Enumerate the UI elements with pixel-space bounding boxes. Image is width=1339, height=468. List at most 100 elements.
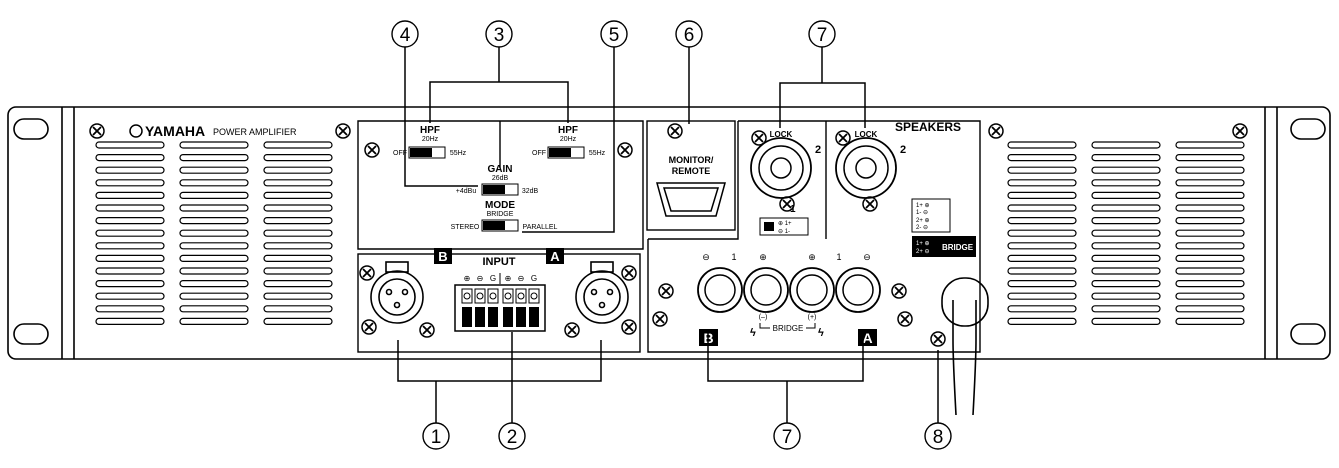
vent-slot xyxy=(1175,166,1245,174)
xlr-input-a[interactable] xyxy=(575,261,629,324)
vent-slot xyxy=(1091,280,1161,288)
xlr-input-b[interactable] xyxy=(370,261,424,324)
screw-icon xyxy=(419,322,435,338)
vent-slot xyxy=(1175,179,1245,187)
vent-slot xyxy=(95,254,165,262)
svg-text:20Hz: 20Hz xyxy=(422,136,439,143)
callout-1: 1 xyxy=(422,422,450,450)
vent-slot xyxy=(263,154,333,162)
terminal-screw xyxy=(528,288,540,304)
svg-text:STEREO: STEREO xyxy=(451,224,480,231)
hpf-switch-b[interactable]: HPF 20Hz OFF 55Hz xyxy=(393,125,467,159)
svg-text:1- ⊖: 1- ⊖ xyxy=(916,210,928,216)
terminal-clamp xyxy=(488,307,498,327)
warning-bolt-icon: ϟ xyxy=(818,327,824,339)
svg-text:⊕: ⊕ xyxy=(505,274,512,283)
svg-text:1+ ⊕: 1+ ⊕ xyxy=(916,241,930,247)
warning-bolt-icon: ϟ xyxy=(750,327,756,339)
svg-text:(–): (–) xyxy=(759,314,768,321)
callout-8: 8 xyxy=(924,422,952,450)
terminal-clamp xyxy=(462,307,472,327)
vent-slot xyxy=(263,267,333,275)
screw-icon xyxy=(335,123,351,139)
phone-jack-icon xyxy=(743,267,789,313)
vent-slot xyxy=(1175,229,1245,237)
screw-icon xyxy=(930,331,946,347)
speakon-connector-a[interactable]: LOCK 2 1+ ⊕ 1- ⊖ 2+ ⊕ 2- ⊖ 1+ ⊕ 2+ ⊖ BRI… xyxy=(835,130,976,257)
vent-slot xyxy=(1175,204,1245,212)
svg-text:1: 1 xyxy=(836,252,841,262)
vent-slot xyxy=(1175,154,1245,162)
svg-text:⊖: ⊖ xyxy=(518,274,525,283)
bridge-marking: (–) (+) BRIDGE ϟ ϟ xyxy=(750,314,824,339)
screw-icon xyxy=(667,123,683,139)
vent-slot xyxy=(263,280,333,288)
vent-slot xyxy=(1091,254,1161,262)
vent-slot xyxy=(95,141,165,149)
svg-text:BRIDGE: BRIDGE xyxy=(942,243,974,252)
vent-slot xyxy=(1091,204,1161,212)
terminal-clamp xyxy=(475,307,485,327)
euroblock-input[interactable]: ⊕ ⊖ G ⊕ ⊖ G xyxy=(454,273,546,332)
svg-text:26dB: 26dB xyxy=(492,175,509,182)
vent-slot xyxy=(1175,242,1245,250)
screw-icon xyxy=(988,123,1004,139)
vent-slot xyxy=(95,166,165,174)
svg-text:GAIN: GAIN xyxy=(488,164,513,175)
vent-slot xyxy=(1007,166,1077,174)
yamaha-logo: YAMAHA POWER AMPLIFIER xyxy=(129,123,297,139)
vent-slot xyxy=(179,254,249,262)
svg-text:BRIDGE: BRIDGE xyxy=(773,324,804,333)
speaker-jack-labels: ⊖ 1 ⊕ ⊕ 1 ⊖ xyxy=(702,252,871,262)
channel-a-badge: A xyxy=(858,329,877,346)
svg-text:+4dBu: +4dBu xyxy=(456,188,477,195)
input-label: B A INPUT xyxy=(434,248,564,268)
svg-text:2: 2 xyxy=(507,427,518,448)
vent-slot xyxy=(1007,191,1077,199)
speakers-panel xyxy=(647,120,981,353)
svg-text:1: 1 xyxy=(431,427,442,448)
monitor-remote-dsub-port[interactable] xyxy=(656,182,726,217)
vent-slot xyxy=(95,179,165,187)
speakon-connector-b[interactable]: LOCK 2 1 ⊕ 1+ ⊖ 1- xyxy=(750,130,821,236)
gain-switch[interactable]: GAIN 26dB +4dBu 32dB xyxy=(456,164,539,196)
vent-slot xyxy=(179,292,249,300)
svg-text:B: B xyxy=(438,249,447,264)
svg-text:⊖: ⊖ xyxy=(702,252,710,262)
vent-slot xyxy=(1007,154,1077,162)
hpf-label: HPF xyxy=(420,125,440,136)
svg-text:⊕ 1+: ⊕ 1+ xyxy=(778,221,792,227)
speaker-phone-jack[interactable] xyxy=(697,267,881,313)
svg-text:32dB: 32dB xyxy=(522,188,539,195)
screw-icon xyxy=(891,283,907,299)
svg-text:1: 1 xyxy=(790,204,796,215)
vent-slot xyxy=(263,292,333,300)
vent-slot xyxy=(179,179,249,187)
callout-2: 2 xyxy=(498,422,526,450)
vent-slot xyxy=(1091,154,1161,162)
vent-slot xyxy=(179,317,249,325)
svg-text:MONITOR/: MONITOR/ xyxy=(669,155,714,165)
callout-4: 4 xyxy=(391,20,419,48)
power-cord xyxy=(941,277,989,416)
svg-text:⊖: ⊖ xyxy=(863,252,871,262)
svg-text:7: 7 xyxy=(817,25,828,46)
terminal-screw xyxy=(487,288,499,304)
vent-slot xyxy=(95,267,165,275)
mode-switch[interactable]: MODE BRIDGE STEREO PARALLEL xyxy=(451,200,558,232)
svg-text:2: 2 xyxy=(815,144,821,156)
screw-icon xyxy=(364,142,380,158)
vent-slot xyxy=(179,280,249,288)
svg-text:20Hz: 20Hz xyxy=(560,136,577,143)
hpf-switch-a[interactable]: HPF 20Hz OFF 55Hz xyxy=(532,125,606,159)
vent-slot xyxy=(95,292,165,300)
svg-text:2+ ⊕: 2+ ⊕ xyxy=(916,218,930,224)
vent-slot xyxy=(263,166,333,174)
vent-slot xyxy=(1175,292,1245,300)
vent-slot xyxy=(263,141,333,149)
svg-text:8: 8 xyxy=(933,427,944,448)
svg-text:4: 4 xyxy=(400,25,411,46)
svg-text:G: G xyxy=(531,274,537,283)
svg-text:5: 5 xyxy=(609,25,620,46)
